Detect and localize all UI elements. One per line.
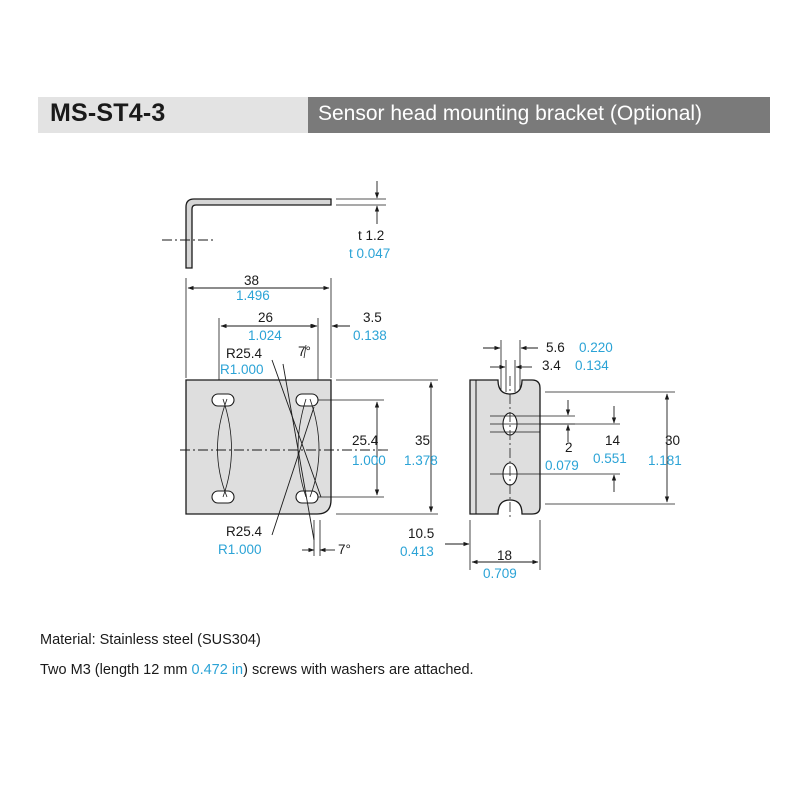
- gap-in: 0.079: [545, 458, 579, 473]
- screws-note: Two M3 (length 12 mm 0.472 in) screws wi…: [40, 662, 474, 678]
- model-box: MS-ST4-3: [38, 97, 308, 133]
- radius-bot-mm: R25.4: [226, 524, 263, 539]
- screws-note-inch: 0.472 in: [191, 662, 244, 678]
- side-height-mm: 30: [665, 433, 680, 448]
- thickness-mm: t 1.2: [358, 228, 384, 243]
- edge-mm: 3.5: [363, 310, 382, 325]
- thickness-in: t 0.047: [349, 246, 390, 261]
- header-bar: MS-ST4-3 Sensor head mounting bracket (O…: [38, 97, 770, 133]
- offset-in: 0.413: [400, 544, 434, 559]
- side-width-mm: 18: [497, 548, 512, 563]
- bent-profile: [162, 181, 386, 269]
- screws-note-pre: Two M3 (length 12 mm: [40, 662, 192, 678]
- radius-top-in: R1.000: [220, 362, 264, 377]
- model-name: MS-ST4-3: [50, 99, 166, 127]
- side-width-in: 0.709: [483, 566, 517, 581]
- hole-pitch-in: 1.024: [248, 328, 282, 343]
- side-pitch-in: 0.551: [593, 451, 627, 466]
- angle-top: 7°: [298, 344, 311, 359]
- side-height-in: 1.181: [648, 453, 682, 468]
- screws-note-post: ) screws with washers are attached.: [243, 662, 474, 678]
- height-mm: 35: [415, 433, 430, 448]
- offset-mm: 10.5: [408, 526, 434, 541]
- slot-n-in: 0.134: [575, 358, 609, 373]
- hole-pitch-mm: 26: [258, 310, 273, 325]
- vert-pitch-in: 1.000: [352, 453, 386, 468]
- slot-w-in: 0.220: [579, 340, 613, 355]
- front-view: [180, 278, 438, 556]
- width-mm: 38: [244, 273, 259, 288]
- width-in: 1.496: [236, 288, 270, 303]
- slot-n-mm: 3.4: [542, 358, 561, 373]
- edge-in: 0.138: [353, 328, 387, 343]
- radius-top-mm: R25.4: [226, 346, 263, 361]
- height-in: 1.378: [404, 453, 438, 468]
- slot-w-mm: 5.6: [546, 340, 565, 355]
- side-view: [445, 340, 675, 570]
- material-note: Material: Stainless steel (SUS304): [40, 632, 261, 648]
- vert-pitch-mm: 25.4: [352, 433, 379, 448]
- radius-bot-in: R1.000: [218, 542, 262, 557]
- title-box: Sensor head mounting bracket (Optional): [308, 97, 770, 133]
- side-pitch-mm: 14: [605, 433, 621, 448]
- page-title: Sensor head mounting bracket (Optional): [318, 102, 703, 125]
- angle-bot: 7°: [338, 542, 351, 557]
- gap-mm: 2: [565, 440, 573, 455]
